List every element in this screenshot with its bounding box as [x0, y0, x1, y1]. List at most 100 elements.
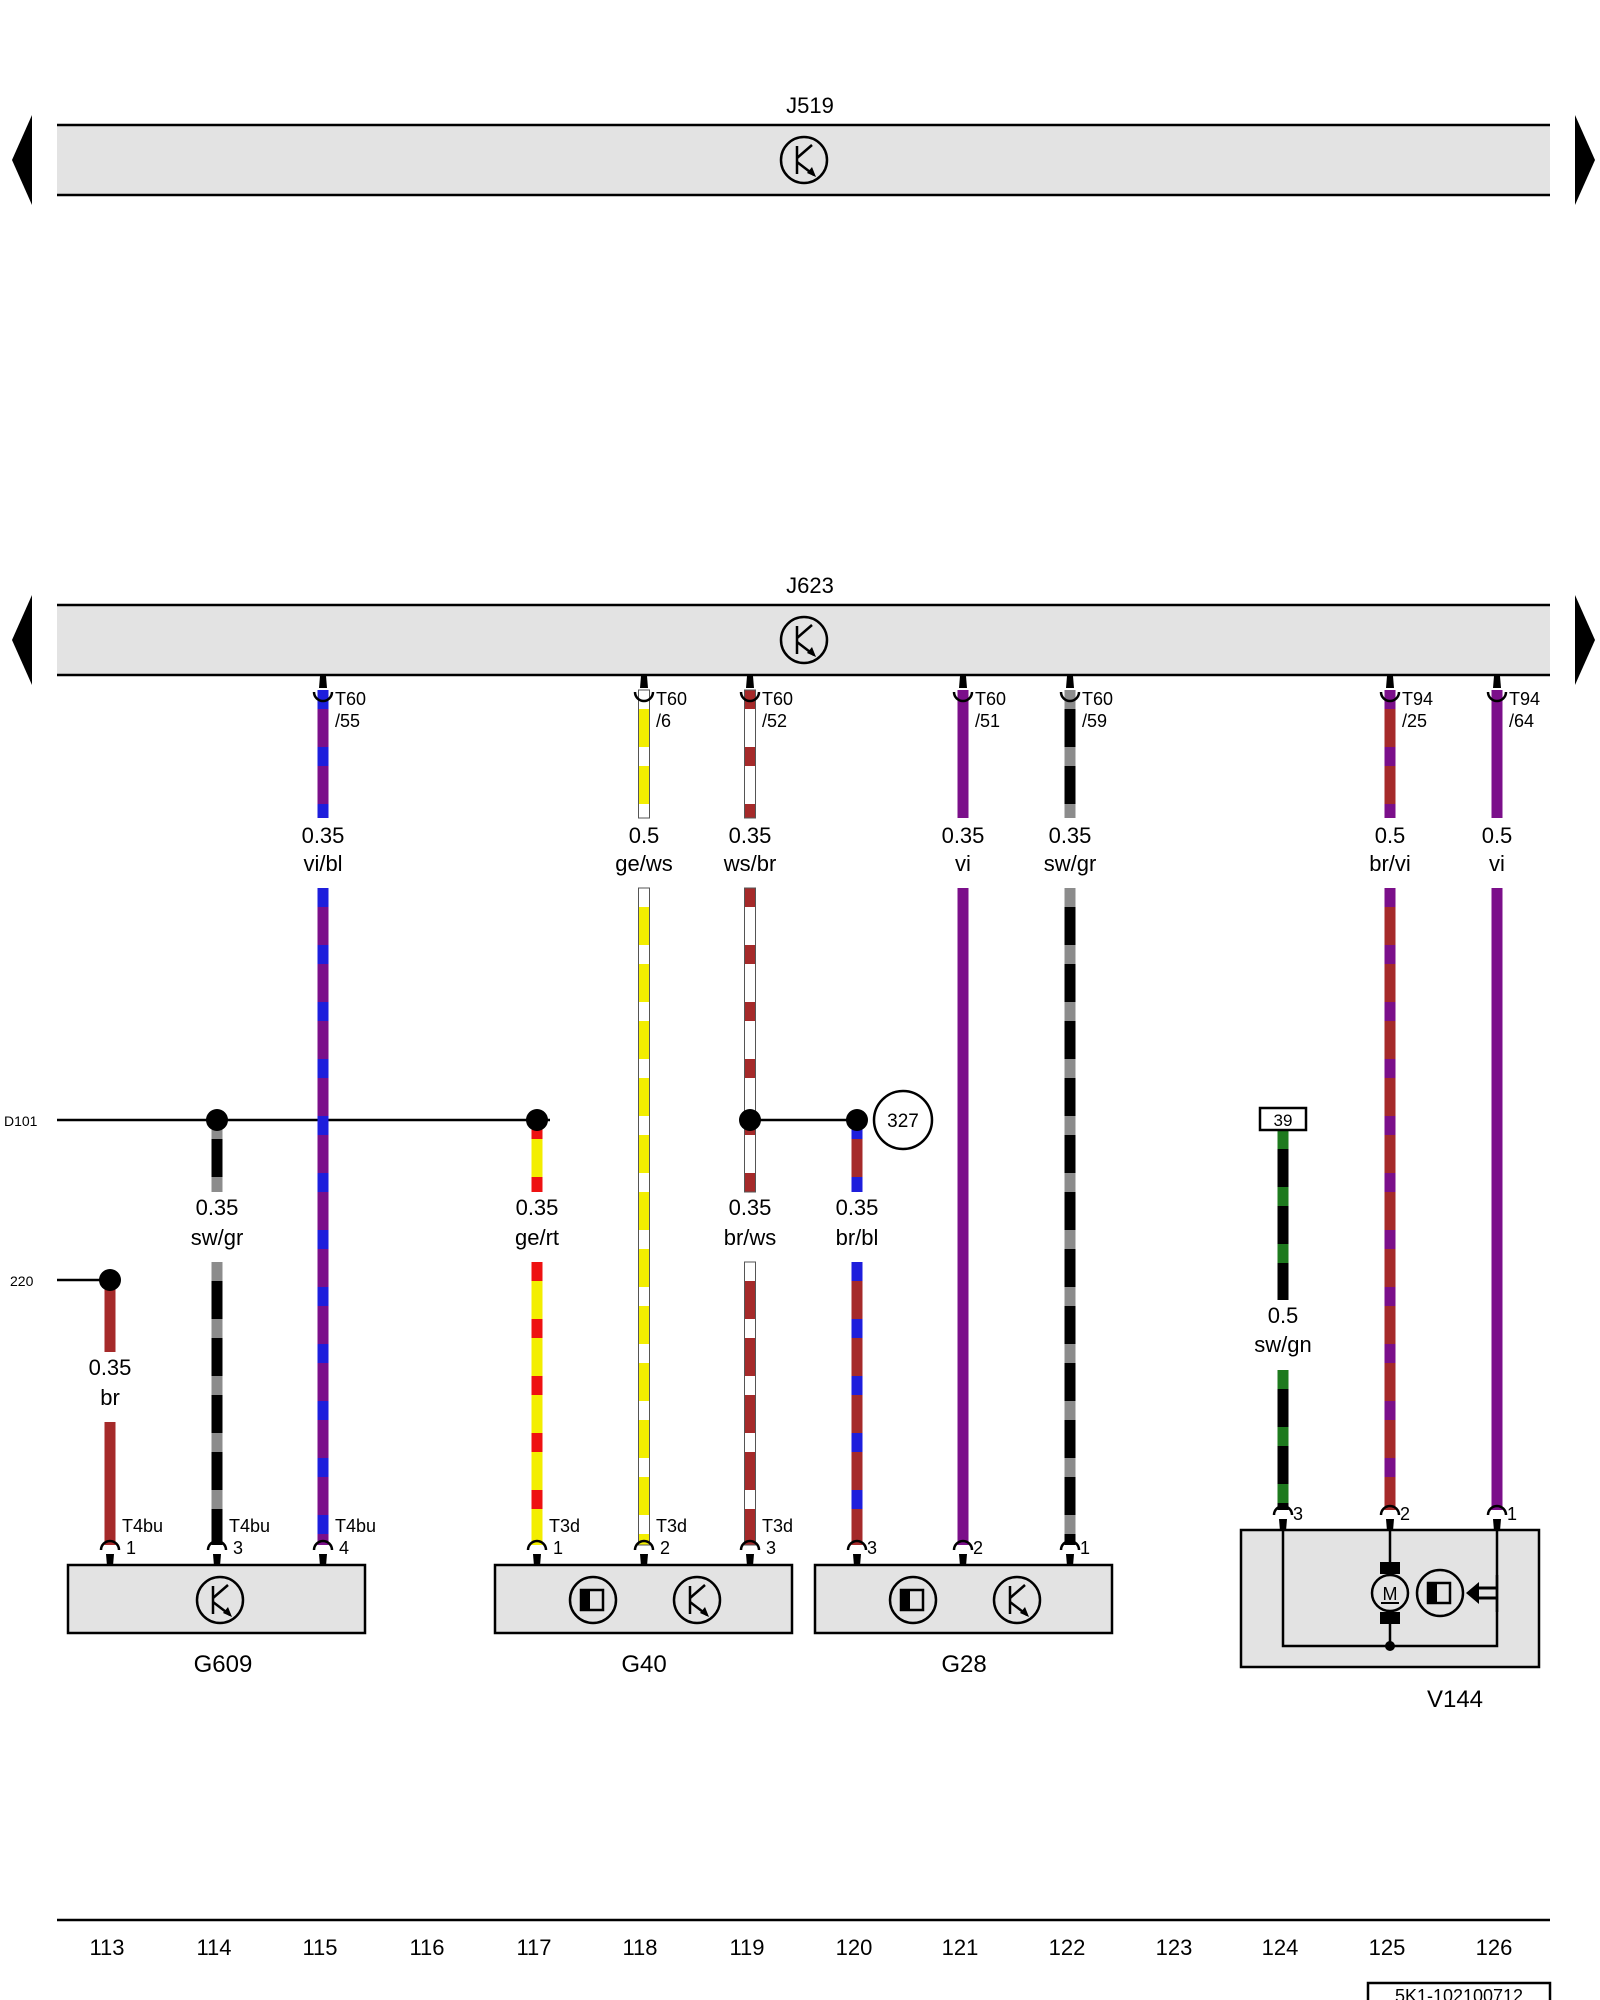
wire-size-label: 0.35 — [1049, 823, 1092, 848]
continuation-arrow-right-icon — [1575, 115, 1595, 205]
wire-color-label: br/vi — [1369, 851, 1411, 876]
component-g28: G28 — [813, 1563, 1114, 1678]
component-v144: M V144 — [1239, 1528, 1541, 1713]
upper-wire-labels: 0.35 vi/bl 0.5 ge/ws 0.35 ws/br 0.35 vi … — [302, 823, 1513, 876]
wire-color-label: ge/rt — [515, 1225, 559, 1250]
pin-label: 2 — [660, 1538, 670, 1558]
wire-color-label: sw/gr — [191, 1225, 244, 1250]
pin-label: 3 — [233, 1538, 243, 1558]
connector-label: T94 — [1402, 689, 1433, 709]
wire-color-label: vi — [1489, 851, 1505, 876]
top-connectors — [312, 674, 1508, 703]
reference-39: 39 — [1258, 1106, 1308, 1132]
document-id-label: 5K1-102100712 — [1395, 1986, 1523, 2000]
rail-220-label: 220 — [10, 1273, 34, 1289]
connector-label: T3d — [656, 1516, 687, 1536]
connector-label: T60 — [975, 689, 1006, 709]
pin-label: 3 — [867, 1538, 877, 1558]
bottom-connector-labels: T4bu 1 T4bu 3 T4bu 4 T3d 1 T3d 2 T3d 3 3… — [122, 1504, 1517, 1558]
pin-label: /51 — [975, 711, 1000, 731]
splice-point — [846, 1109, 868, 1131]
wire-color-label: sw/gr — [1044, 851, 1097, 876]
actuator-arrow-icon — [1466, 1575, 1499, 1612]
wire-size-label: 0.5 — [629, 823, 660, 848]
wire-size-label: 0.35 — [196, 1195, 239, 1220]
grid-number: 117 — [516, 1935, 551, 1960]
component-g28-label: G28 — [941, 1651, 986, 1678]
connector-label: T3d — [762, 1516, 793, 1536]
pin-label: 1 — [1080, 1538, 1090, 1558]
continuation-arrow-left-icon — [12, 115, 32, 205]
connector-label: T4bu — [229, 1516, 270, 1536]
pin-label: 1 — [126, 1538, 136, 1558]
wire-size-label: 0.5 — [1482, 823, 1513, 848]
module-j623: J623 — [12, 573, 1595, 685]
connector-label: T60 — [335, 689, 366, 709]
pin-label: /59 — [1082, 711, 1107, 731]
connector-label: T60 — [762, 689, 793, 709]
grid-number: 120 — [836, 1935, 873, 1960]
grid-numbers: 113 114 115 116 117 118 119 120 121 122 … — [89, 1935, 1512, 1960]
document-id: 5K1-102100712 — [1366, 1981, 1552, 2000]
wire-size-label: 0.35 — [516, 1195, 559, 1220]
splice-point — [739, 1109, 761, 1131]
grid-number: 123 — [1156, 1935, 1193, 1960]
connector-label: T94 — [1509, 689, 1540, 709]
lower-wire-labels: 0.35 br 0.35 sw/gr 0.35 ge/rt 0.35 br/ws… — [89, 1195, 1312, 1410]
wire-outline — [744, 1261, 756, 1546]
wire-color-label: ge/ws — [615, 851, 672, 876]
pin-label: 3 — [766, 1538, 776, 1558]
grid-number: 116 — [409, 1935, 444, 1960]
pin-label: /25 — [1402, 711, 1427, 731]
splice-point — [526, 1109, 548, 1131]
reference-327: 327 — [872, 1089, 934, 1151]
connector-label: T60 — [656, 689, 687, 709]
pin-label: 4 — [339, 1538, 349, 1558]
wire-size-label: 0.35 — [729, 1195, 772, 1220]
wire-118 — [638, 689, 650, 1546]
rail-220: 220 — [10, 1273, 110, 1289]
wire-size-label: 0.35 — [729, 823, 772, 848]
component-g40: G40 — [493, 1563, 794, 1678]
wire-size-label: 0.5 — [1268, 1303, 1299, 1328]
reference-327-label: 327 — [887, 1111, 919, 1132]
pin-label: /6 — [656, 711, 671, 731]
pin-label: /52 — [762, 711, 787, 731]
grid-number: 119 — [729, 1935, 764, 1960]
wire-outline — [638, 689, 650, 819]
reference-39-label: 39 — [1274, 1111, 1293, 1130]
pin-label: 2 — [973, 1538, 983, 1558]
splice-point — [206, 1109, 228, 1131]
rail-d101-label: D101 — [4, 1113, 38, 1129]
component-g609: G609 — [66, 1563, 367, 1678]
component-v144-label: V144 — [1427, 1686, 1483, 1713]
wire-size-label: 0.35 — [942, 823, 985, 848]
wire-color-label: ws/br — [723, 851, 777, 876]
grid-number: 114 — [196, 1935, 231, 1960]
connector-label: T4bu — [122, 1516, 163, 1536]
pin-label: /55 — [335, 711, 360, 731]
grid-number: 126 — [1476, 1935, 1513, 1960]
continuation-arrow-left-icon — [12, 595, 32, 685]
connector-label: T4bu — [335, 1516, 376, 1536]
wire-outline — [744, 689, 756, 819]
wire-outline — [638, 887, 650, 1546]
pin-label: 3 — [1293, 1504, 1303, 1524]
wire-size-label: 0.5 — [1375, 823, 1406, 848]
splice-point — [99, 1269, 121, 1291]
rail-d101: D101 — [4, 1113, 550, 1129]
grid-number: 118 — [622, 1935, 657, 1960]
pin-label: 1 — [1507, 1504, 1517, 1524]
svg-text:M: M — [1383, 1584, 1398, 1604]
wire-color-label: br/ws — [724, 1225, 777, 1250]
module-j519-box — [57, 125, 1550, 195]
wire-size-label: 0.35 — [302, 823, 345, 848]
component-g40-label: G40 — [621, 1651, 666, 1678]
pin-label: 1 — [553, 1538, 563, 1558]
wire-size-label: 0.35 — [89, 1355, 132, 1380]
module-j623-box — [57, 605, 1550, 675]
wire-color-label: br/bl — [836, 1225, 879, 1250]
grid-number: 125 — [1369, 1935, 1406, 1960]
grid-number: 121 — [942, 1935, 979, 1960]
